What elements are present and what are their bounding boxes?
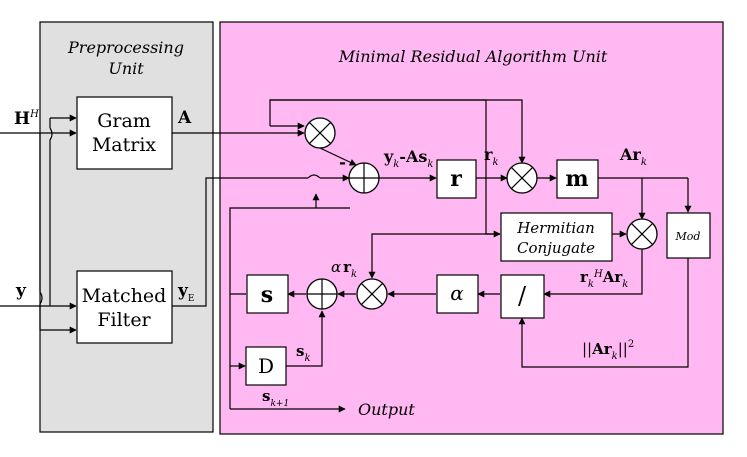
ye-output-label: yE	[177, 281, 194, 304]
summer-node-2	[306, 278, 338, 310]
multiplier-node-1	[304, 117, 336, 149]
sk1-label: sk+1	[262, 387, 289, 409]
gram-matrix-label-line1: Gram	[97, 110, 151, 132]
d-box-label: D	[258, 354, 274, 378]
numerator-label: rkHArk	[580, 268, 628, 290]
s-box	[246, 274, 289, 314]
multiplier-node-2	[506, 162, 538, 194]
mod-box-label: Mod	[675, 230, 701, 243]
gram-matrix-box	[76, 96, 173, 170]
r-box	[436, 159, 477, 199]
y-input-label: y	[15, 281, 27, 301]
hermitian-conjugate-box	[500, 212, 613, 262]
residual-label: yk-Ask	[383, 147, 433, 170]
hh-input-label: HH	[14, 109, 39, 129]
gram-matrix-label-line2: Matrix	[92, 134, 157, 156]
mod-box	[666, 212, 711, 259]
rk-label: rk	[484, 145, 499, 168]
r-box-label: r	[450, 166, 462, 192]
divider-box	[500, 274, 545, 319]
sk-label: sk	[296, 342, 311, 364]
a-output-label: A	[177, 108, 192, 128]
mra-title: Minimal Residual Algorithm Unit	[338, 47, 608, 66]
summer-node-1	[348, 162, 380, 194]
matched-filter-label-line1: Matched	[82, 285, 167, 307]
matched-filter-box	[76, 270, 173, 344]
preprocessing-unit-panel	[39, 21, 214, 433]
hermitian-label-line2: Conjugate	[517, 239, 595, 257]
minus-sign: -	[339, 153, 346, 173]
denominator-label: ||Ark||2	[582, 339, 634, 362]
ark-label: Ark	[619, 145, 647, 168]
multiplier-node-3	[626, 218, 658, 250]
alpha-box-label: α	[450, 281, 464, 305]
output-label: Output	[358, 400, 415, 419]
divider-box-label: /	[518, 282, 527, 310]
multiplier-node-4	[356, 278, 388, 310]
matched-filter-label-line2: Filter	[97, 309, 151, 331]
connections	[0, 99, 692, 413]
alpha-box	[436, 274, 479, 314]
preprocessing-title-line2: Unit	[108, 59, 144, 78]
m-box	[556, 159, 599, 199]
preprocessing-title-line1: Preprocessing	[67, 38, 184, 57]
hermitian-label-line1: Hermitian	[516, 219, 595, 237]
m-box-label: m	[565, 166, 588, 192]
d-box	[245, 346, 287, 386]
s-box-label: s	[261, 282, 273, 308]
